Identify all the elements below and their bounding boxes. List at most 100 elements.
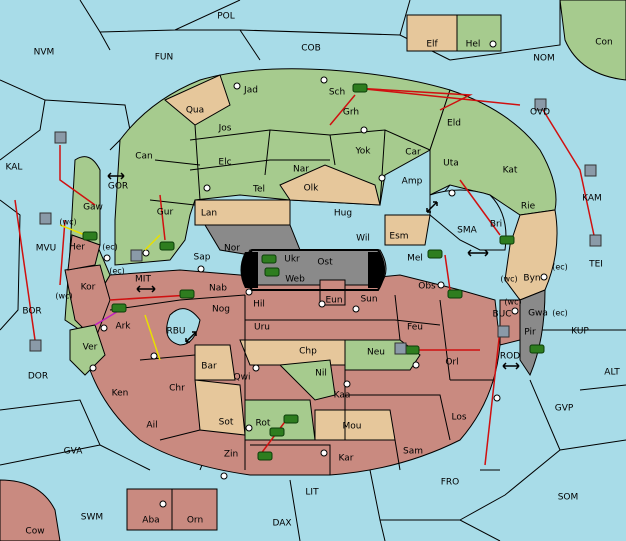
svg-text:Uru: Uru <box>254 323 270 333</box>
sea-labels: POL NVM FUN COB NOM KAL GOR MIT RBU SMA … <box>6 12 621 529</box>
fleet-dor <box>29 339 42 352</box>
arrow-sma-east <box>467 249 489 257</box>
orders <box>14 87 596 466</box>
svg-text:(wc): (wc) <box>55 292 72 301</box>
svg-text:Amp: Amp <box>402 177 423 187</box>
territory-orn <box>171 488 218 531</box>
svg-text:Gaw: Gaw <box>83 203 103 213</box>
svg-text:OVD: OVD <box>530 108 550 118</box>
unit-web <box>264 267 280 277</box>
svg-text:Uta: Uta <box>443 159 459 169</box>
svg-text:Kar: Kar <box>339 454 354 464</box>
svg-text:Zin: Zin <box>224 450 238 460</box>
svg-text:Nil: Nil <box>315 369 327 379</box>
unit-neu <box>404 345 420 355</box>
svg-text:Rie: Rie <box>521 202 536 212</box>
svg-text:NOM: NOM <box>533 54 555 64</box>
svg-text:Nar: Nar <box>293 165 309 175</box>
svg-text:Aba: Aba <box>142 516 159 526</box>
arrow-sma <box>426 201 438 213</box>
svg-text:LIT: LIT <box>305 488 319 498</box>
svg-text:Car: Car <box>405 148 421 158</box>
svg-text:(ec): (ec) <box>109 267 125 276</box>
svg-text:Grh: Grh <box>343 108 359 118</box>
unit-bri <box>499 235 515 245</box>
svg-text:KUP: KUP <box>571 327 589 337</box>
svg-text:Orl: Orl <box>445 358 458 368</box>
svg-text:(ec): (ec) <box>102 243 118 252</box>
unit-zin <box>257 451 273 461</box>
svg-text:Nog: Nog <box>212 305 230 315</box>
svg-text:Yok: Yok <box>354 147 371 157</box>
svg-text:Jad: Jad <box>243 86 258 96</box>
fleet-rod <box>497 325 510 338</box>
svg-text:(wc): (wc) <box>504 298 521 307</box>
svg-text:Neu: Neu <box>367 348 385 358</box>
svg-text:Hel: Hel <box>466 40 481 50</box>
svg-text:ROD: ROD <box>500 352 520 362</box>
unit-mel <box>427 249 443 259</box>
svg-text:Qua: Qua <box>186 106 204 116</box>
svg-text:SWM: SWM <box>81 513 103 523</box>
svg-text:Qwi: Qwi <box>234 373 251 383</box>
svg-text:Ukr: Ukr <box>284 255 300 265</box>
fleet-neu <box>394 342 407 355</box>
svg-text:Chp: Chp <box>299 347 317 357</box>
svg-text:Bar: Bar <box>201 362 217 372</box>
svg-text:Gwa: Gwa <box>528 309 548 319</box>
svg-text:Ost: Ost <box>317 258 333 268</box>
svg-text:Jos: Jos <box>218 124 232 134</box>
svg-text:Bri: Bri <box>490 220 502 230</box>
svg-text:FRO: FRO <box>441 478 460 488</box>
svg-text:DOR: DOR <box>28 372 48 382</box>
svg-text:Hil: Hil <box>253 300 265 310</box>
svg-text:(ec): (ec) <box>552 263 568 272</box>
svg-text:COB: COB <box>301 44 321 54</box>
svg-text:Her: Her <box>69 243 85 253</box>
svg-text:GVA: GVA <box>64 447 84 457</box>
svg-text:TEI: TEI <box>588 260 603 270</box>
svg-text:Ail: Ail <box>146 421 157 431</box>
svg-text:Kor: Kor <box>81 283 96 293</box>
svg-text:Kaa: Kaa <box>334 391 351 401</box>
svg-text:BOR: BOR <box>22 307 41 317</box>
neutral-zone-right <box>368 252 385 288</box>
svg-text:Gur: Gur <box>157 208 174 218</box>
unit-gvp <box>529 344 545 354</box>
svg-text:POL: POL <box>217 12 235 22</box>
fleet-mvu <box>39 212 52 225</box>
svg-text:BUC: BUC <box>492 310 511 320</box>
svg-text:Con: Con <box>595 38 613 48</box>
svg-text:Ken: Ken <box>112 389 129 399</box>
arrow-rod <box>502 362 520 370</box>
svg-text:Sch: Sch <box>329 88 345 98</box>
svg-text:(wc): (wc) <box>59 218 76 227</box>
unit-gaw <box>82 231 98 241</box>
svg-text:Mel: Mel <box>407 254 423 264</box>
svg-text:Mou: Mou <box>343 422 362 432</box>
svg-text:Esm: Esm <box>389 232 408 242</box>
svg-text:SMA: SMA <box>457 226 477 236</box>
svg-text:Olk: Olk <box>304 184 320 194</box>
svg-text:Orn: Orn <box>187 516 203 526</box>
adjacency-arrows <box>107 172 520 370</box>
svg-text:MVU: MVU <box>36 244 57 254</box>
unit-nab <box>179 289 195 299</box>
svg-text:Sot: Sot <box>219 418 234 428</box>
svg-text:Ark: Ark <box>115 322 131 332</box>
svg-text:Pir: Pir <box>524 328 536 338</box>
territory-cow <box>0 479 61 541</box>
neutral-zone-left <box>240 252 258 288</box>
unit-rot-b <box>269 427 285 437</box>
fleets <box>29 98 602 355</box>
territory-elf <box>406 14 458 52</box>
svg-text:Kat: Kat <box>503 166 518 176</box>
svg-text:Feu: Feu <box>407 323 423 333</box>
svg-text:FUN: FUN <box>155 53 174 63</box>
svg-text:Can: Can <box>135 152 153 162</box>
svg-text:GOR: GOR <box>108 182 128 192</box>
svg-text:Elf: Elf <box>426 40 438 50</box>
supply-centers <box>89 40 548 508</box>
